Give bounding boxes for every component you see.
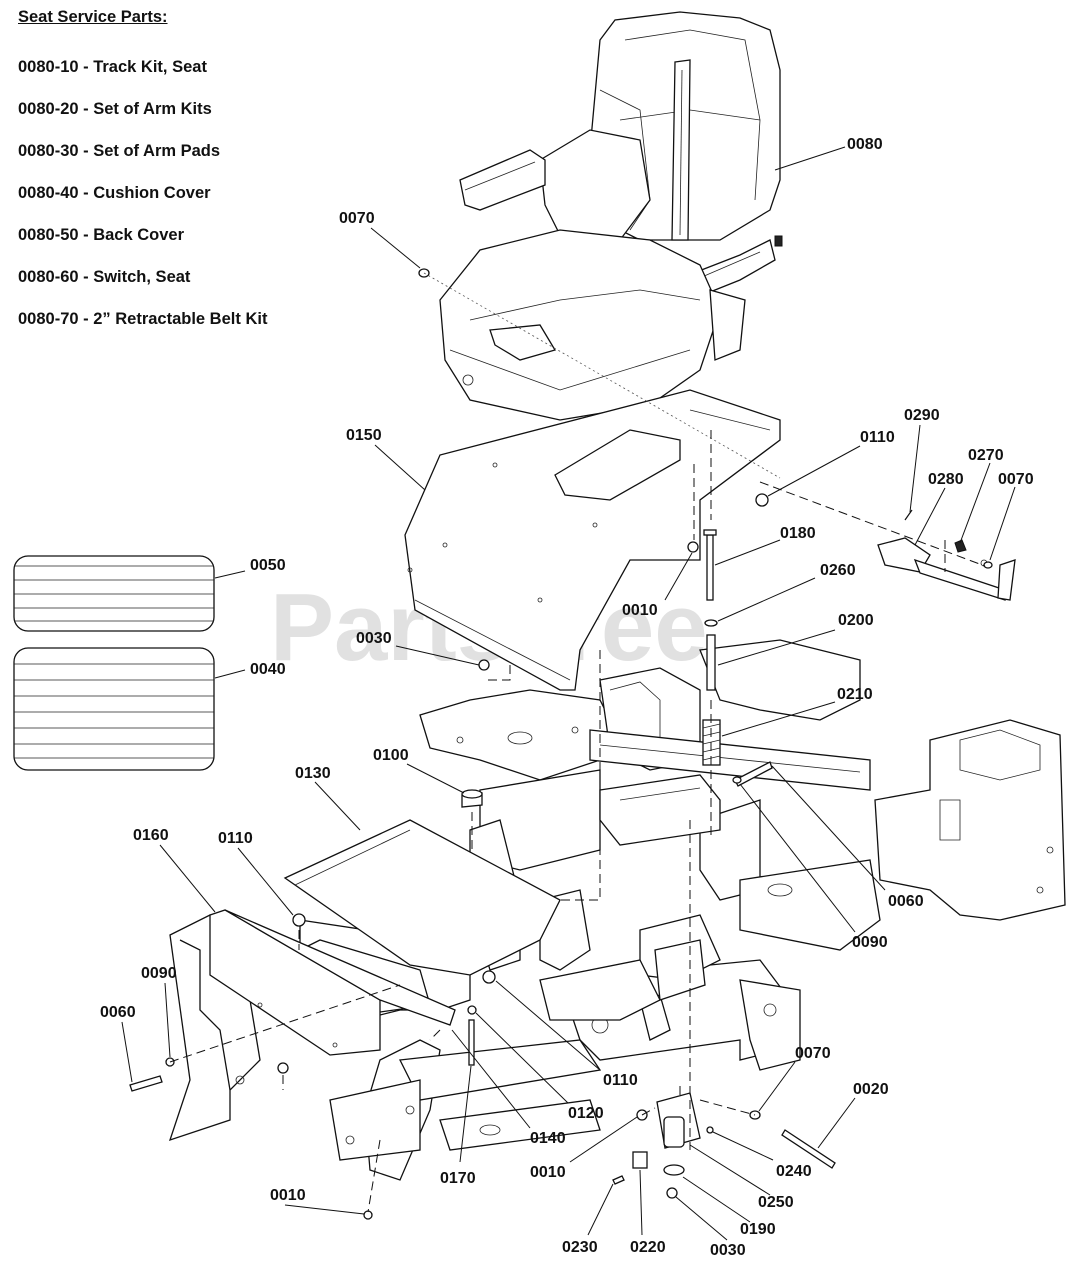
callout-0100: 0100 xyxy=(373,747,409,764)
service-part-item: 0080-30 - Set of Arm Pads xyxy=(18,142,221,160)
callout-0270: 0270 xyxy=(968,447,1004,464)
nut-0030-lower xyxy=(666,1187,678,1199)
callout-0030: 0030 xyxy=(356,630,392,647)
callout-0070: 0070 xyxy=(998,471,1034,488)
decal-0040 xyxy=(13,647,215,771)
callout-0070: 0070 xyxy=(339,210,375,227)
callout-0200: 0200 xyxy=(838,612,874,629)
callout-0080: 0080 xyxy=(847,136,883,153)
callout-0120: 0120 xyxy=(568,1105,604,1122)
callout-0160: 0160 xyxy=(133,827,169,844)
callout-0290: 0290 xyxy=(904,407,940,424)
bolt-0020 xyxy=(781,1129,836,1169)
service-part-item: 0080-20 - Set of Arm Kits xyxy=(18,100,212,118)
service-part-item: 0080-60 - Switch, Seat xyxy=(18,268,191,286)
callout-0260: 0260 xyxy=(820,562,856,579)
seat-service-parts-list: Seat Service Parts: 0080-10 - Track Kit,… xyxy=(18,8,267,340)
callout-0060: 0060 xyxy=(100,1004,136,1021)
assembly-lines xyxy=(169,272,986,1213)
bolt-0170 xyxy=(468,1019,475,1066)
callout-0140: 0140 xyxy=(530,1130,566,1147)
callout-0220: 0220 xyxy=(630,1239,666,1256)
washer-0260 xyxy=(704,619,718,627)
bolt-0060-left xyxy=(129,1075,163,1092)
callout-0110: 0110 xyxy=(860,429,895,446)
switch-0220 xyxy=(632,1151,648,1169)
leader-lines xyxy=(121,146,1016,1241)
callout-0240: 0240 xyxy=(776,1163,812,1180)
screw-0230 xyxy=(612,1175,625,1185)
callout-0090: 0090 xyxy=(141,965,177,982)
callout-0050: 0050 xyxy=(250,557,286,574)
callout-0250: 0250 xyxy=(758,1194,794,1211)
panel-0160 xyxy=(209,909,456,1056)
callout-0280: 0280 xyxy=(928,471,964,488)
washer-0190 xyxy=(663,1164,685,1176)
bolt-0060-right xyxy=(734,761,773,787)
screw-0240 xyxy=(706,1126,714,1134)
callout-0110: 0110 xyxy=(218,830,253,847)
callout-0010: 0010 xyxy=(530,1164,566,1181)
cover-plate-0130 xyxy=(283,819,561,976)
callout-0090: 0090 xyxy=(852,934,888,951)
nut-0010-upper xyxy=(687,541,699,553)
bumper-0110-mid xyxy=(482,970,496,984)
knob-0100 xyxy=(461,789,483,808)
callout-0170: 0170 xyxy=(440,1170,476,1187)
nut-0030-upper xyxy=(478,659,490,671)
callout-labels: 0080 0070 0150 0110 0290 0270 0280 0070 … xyxy=(100,136,1034,1259)
callout-0060: 0060 xyxy=(888,893,924,910)
callout-0110: 0110 xyxy=(603,1072,638,1089)
callout-0180: 0180 xyxy=(780,525,816,542)
callout-0210: 0210 xyxy=(837,686,873,703)
bolt-0180 xyxy=(703,529,717,601)
switch-bracket-0250 xyxy=(656,1092,701,1149)
service-part-item: 0080-50 - Back Cover xyxy=(18,226,185,244)
callout-0040: 0040 xyxy=(250,661,286,678)
washer-0090-right xyxy=(732,776,742,784)
washer-0070-right xyxy=(983,561,993,569)
bumper-0110-upper xyxy=(755,493,769,507)
nut-0010-lower xyxy=(363,1210,373,1220)
service-parts-heading: Seat Service Parts: xyxy=(18,8,168,26)
nut-0010-left xyxy=(277,1062,289,1074)
service-part-item: 0080-10 - Track Kit, Seat xyxy=(18,58,207,76)
callout-0070: 0070 xyxy=(795,1045,831,1062)
nut-0120 xyxy=(467,1005,477,1015)
callout-0010: 0010 xyxy=(270,1187,306,1204)
callout-0190: 0190 xyxy=(740,1221,776,1238)
callout-0010: 0010 xyxy=(622,602,658,619)
service-part-item: 0080-70 - 2” Retractable Belt Kit xyxy=(18,310,268,328)
seat-0080 xyxy=(439,11,783,421)
main-frame xyxy=(168,639,1066,1181)
callout-0230: 0230 xyxy=(562,1239,598,1256)
service-part-item: 0080-40 - Cushion Cover xyxy=(18,184,211,202)
seat-bar-0280 xyxy=(877,509,1016,601)
callout-0130: 0130 xyxy=(295,765,331,782)
spacer-0200 xyxy=(706,634,716,691)
bumper-0110-left xyxy=(292,913,306,927)
decal-0050 xyxy=(13,555,215,632)
seat-base-plate-0150 xyxy=(404,389,781,691)
callout-0150: 0150 xyxy=(346,427,382,444)
callout-0030: 0030 xyxy=(710,1242,746,1259)
callout-0020: 0020 xyxy=(853,1081,889,1098)
